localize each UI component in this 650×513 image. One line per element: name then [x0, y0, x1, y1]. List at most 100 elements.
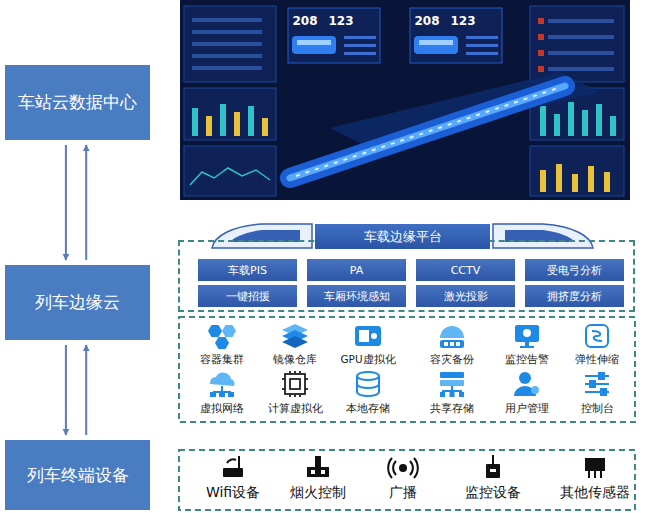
- service-icon: [371, 333, 377, 339]
- dashboard-screenshot: [180, 0, 630, 200]
- device-icon: [238, 456, 240, 468]
- service-icon: [440, 392, 445, 397]
- dashboard-screenshot: [290, 86, 565, 178]
- service-box: 受电弓分析: [525, 259, 624, 281]
- service-icon: [440, 372, 464, 378]
- service-icon: [450, 342, 454, 346]
- device-icon: [594, 471, 596, 478]
- service-icon: [440, 372, 464, 397]
- dashboard-screenshot: [184, 146, 276, 196]
- device-icon: [311, 470, 315, 474]
- dashboard-screenshot: [596, 104, 602, 136]
- service-icon: [599, 373, 604, 379]
- dashboard-screenshot: [180, 0, 630, 200]
- service-icon: [208, 325, 236, 349]
- icon-label: 本地存储: [346, 402, 390, 415]
- service-icon: [525, 342, 529, 346]
- dashboard-screenshot: [184, 6, 276, 82]
- icon-label: 虚拟网络: [200, 402, 244, 415]
- dashboard-screenshot: [466, 44, 498, 47]
- service-icon: [590, 381, 595, 387]
- box-label: PA: [350, 264, 363, 277]
- service-icon: [289, 394, 291, 397]
- dashboard-screenshot: [548, 35, 614, 39]
- service-icon: [442, 390, 462, 392]
- service-icon: [210, 373, 235, 397]
- dashboard-screenshot: [556, 164, 562, 192]
- device-icon: [585, 458, 605, 471]
- dashboard-screenshot: [540, 106, 546, 136]
- device-label: Wifi设备: [206, 484, 260, 501]
- flow-arrow: [85, 145, 87, 260]
- dashboard-screenshot: [297, 40, 331, 45]
- box-label: 一键招援: [226, 289, 270, 304]
- service-icon: [282, 371, 308, 397]
- device-icon: [307, 456, 329, 477]
- service-box: 一键招援: [198, 285, 297, 307]
- service-icon: [289, 371, 291, 374]
- dashboard-screenshot: [192, 108, 198, 136]
- service-icon: [357, 372, 379, 380]
- dashboard-number: 123: [328, 14, 353, 28]
- device-icon: [321, 470, 325, 474]
- icon-label: 计算虚拟化: [268, 402, 323, 415]
- dashboard-screenshot: [419, 40, 453, 45]
- device-icon: [315, 456, 321, 467]
- device-icon: [486, 464, 500, 478]
- device-icon: [400, 465, 406, 471]
- box-label: 受电弓分析: [547, 263, 602, 278]
- device-icon: [490, 469, 496, 472]
- service-icon: [450, 392, 455, 397]
- service-icon: [290, 379, 300, 389]
- service-icon: [282, 324, 308, 348]
- icon-label: 监控告警: [505, 353, 549, 366]
- service-icon: [305, 378, 308, 380]
- dashboard-screenshot: [568, 102, 574, 136]
- dashboard-screenshot: [410, 8, 502, 63]
- service-icon: [357, 372, 379, 396]
- service-icon: [219, 392, 225, 397]
- dashboard-screenshot: [234, 112, 240, 136]
- service-icon: [299, 371, 301, 374]
- dashboard-number: 208: [292, 14, 317, 28]
- dashboard-screenshot: [538, 18, 544, 24]
- flow-arrow: [85, 345, 87, 435]
- dashboard-screenshot: [290, 86, 565, 178]
- box-label: 列车终端设备: [27, 464, 129, 487]
- dashed-region: [179, 450, 635, 510]
- service-icon: [456, 342, 460, 346]
- service-icon: [523, 329, 531, 337]
- service-icon: [305, 388, 308, 390]
- service-icon: [520, 346, 534, 348]
- icon-label: 镜像仓库: [273, 353, 317, 366]
- dashboard-screenshot: [466, 52, 498, 55]
- dashboard-screenshot: [344, 36, 376, 39]
- service-icon: [459, 392, 464, 397]
- dashboard-screenshot: [582, 110, 588, 136]
- box-label: 车厢环境感知: [324, 289, 390, 304]
- device-label: 广播: [389, 484, 417, 501]
- service-icon: [208, 325, 222, 337]
- icon-label: 容灾备份: [430, 353, 474, 366]
- box-label: CCTV: [451, 264, 481, 277]
- dashboard-screenshot: [192, 66, 262, 70]
- icon-label: 弹性伸缩: [575, 353, 619, 366]
- icon-label: GPU虚拟化: [340, 353, 395, 366]
- device-icon: [388, 458, 418, 478]
- dashboard-screenshot: [538, 34, 544, 40]
- service-icon: [294, 394, 296, 397]
- service-icon: [585, 373, 609, 395]
- service-icon: [601, 389, 606, 395]
- service-icon: [208, 324, 609, 397]
- device-icon: [227, 459, 236, 463]
- device-label: 其他传感器: [560, 484, 630, 501]
- service-icon: [586, 325, 608, 347]
- service-icon: [515, 325, 539, 342]
- dashboard-screenshot: [572, 174, 578, 192]
- service-box: 车厢环境感知: [307, 285, 406, 307]
- layer-box: 列车终端设备: [5, 440, 150, 510]
- dashboard-screenshot: [538, 66, 544, 72]
- dashboard-screenshot: [288, 8, 380, 63]
- device-icon: [410, 461, 413, 475]
- service-icon: [515, 325, 539, 348]
